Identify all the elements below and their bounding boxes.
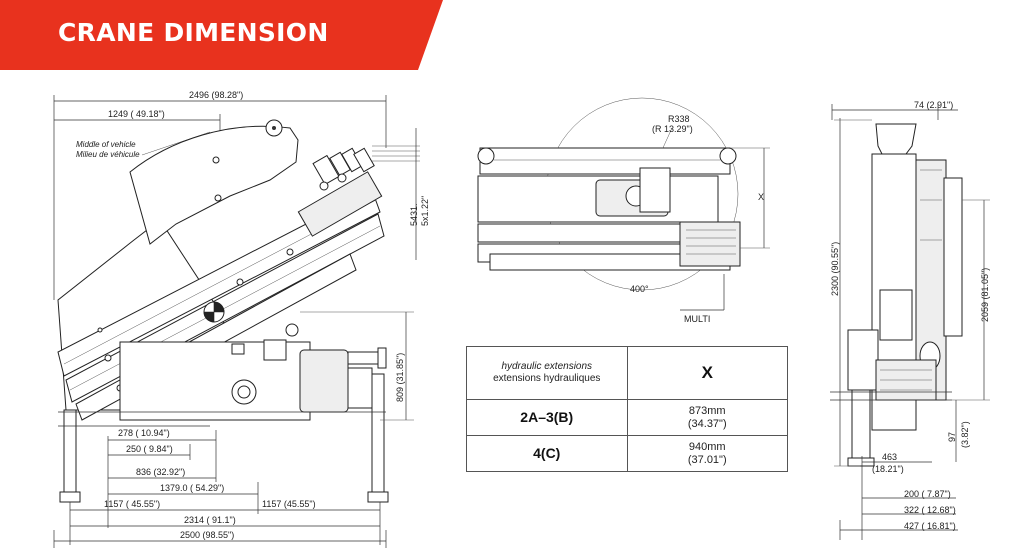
row-in: (37.01")	[687, 453, 727, 466]
page-title: CRANE DIMENSION	[58, 18, 329, 47]
dim-2059: 2059 (81.05")	[980, 268, 990, 322]
dim-463: 463	[882, 452, 897, 462]
dim-427: 427 ( 16.81")	[904, 521, 956, 531]
x-dim-label: X	[758, 192, 764, 202]
dim-1379: 1379.0 ( 54.29")	[160, 483, 224, 493]
row-mm: 873mm	[688, 404, 726, 417]
row-model: 4(C)	[533, 444, 561, 461]
end-bottom-dims: 463 (18.21") 200 ( 7.87") 322 ( 12.68") …	[839, 452, 958, 540]
dim-809: 809 (31.85")	[395, 353, 405, 402]
header-x: X	[701, 363, 713, 382]
crane-side-body	[57, 119, 389, 503]
dim-1157-right: 1157 (45.55")	[262, 499, 316, 509]
row-model-cell: 4(C)	[466, 435, 628, 472]
dim-74: 74 (2.91")	[914, 100, 953, 110]
side-boom-ext-dim: 5431. 5x1.22"	[372, 128, 430, 260]
side-bottom-dims: 278 ( 10.94") 250 ( 9.84") 836 (32.92") …	[53, 428, 387, 548]
row-mm: 940mm	[688, 440, 726, 453]
row-value-cell: 873mm (34.37")	[626, 399, 788, 436]
row-model: 2A–3(B)	[520, 408, 574, 425]
table-row: 4(C) 940mm (37.01")	[466, 435, 788, 472]
dim-97-in: (3.82")	[960, 421, 970, 448]
crane-top-body: R338 (R 13.29") 400° MULTI X	[477, 97, 770, 324]
radius-label: R338	[668, 114, 690, 124]
header-label-fr: extensions hydrauliques	[493, 373, 601, 384]
header-label-en: hydraulic extensions	[501, 361, 593, 372]
dim-2496: 2496 (98.28")	[189, 90, 243, 100]
crane-end-body	[830, 123, 963, 467]
table-header-x: X	[626, 346, 788, 400]
end-vertical-dims: 2300 (90.55") 2059 (81.05") 97 (3.82")	[830, 118, 990, 467]
middle-of-vehicle-label: Middle of vehicle	[76, 140, 136, 149]
dim-200: 200 ( 7.87")	[904, 489, 951, 499]
dim-322: 322 ( 12.68")	[904, 505, 956, 515]
row-value-cell: 940mm (37.01")	[626, 435, 788, 472]
dim-2314: 2314 ( 91.1")	[184, 515, 236, 525]
side-top-dims: 2496 (98.28") 1249 ( 49.18") Middle of v…	[53, 90, 387, 300]
dim-1157-left: 1157 ( 45.55")	[104, 499, 160, 509]
dim-836: 836 (32.92")	[136, 467, 185, 477]
milieu-de-vehicule-label: Milieu de véhicule	[76, 150, 140, 159]
dim-2300: 2300 (90.55")	[830, 242, 840, 296]
dim-5x122: 5x1.22"	[420, 196, 430, 226]
dim-97: 97	[947, 432, 957, 442]
end-top-dim: 74 (2.91")	[831, 100, 958, 120]
dim-1249: 1249 ( 49.18")	[108, 109, 165, 119]
dim-250: 250 ( 9.84")	[126, 444, 173, 454]
radius-inch-label: (R 13.29")	[652, 124, 693, 134]
row-model-cell: 2A–3(B)	[466, 399, 628, 436]
multi-label: MULTI	[684, 314, 710, 324]
dim-2500: 2500 (98.55")	[180, 530, 234, 540]
table-row: 2A–3(B) 873mm (34.37")	[466, 399, 788, 436]
dim-5431: 5431.	[409, 203, 419, 226]
side-809-dim: 809 (31.85")	[300, 311, 414, 421]
angle-label: 400°	[630, 284, 649, 294]
header-banner	[0, 0, 443, 70]
table-header-row: hydraulic extensions extensions hydrauli…	[466, 346, 788, 400]
dim-463-in: (18.21")	[872, 464, 904, 474]
banner-bg	[0, 0, 443, 70]
boom-tip-heads	[312, 147, 375, 191]
hydraulic-extensions-table: hydraulic extensions extensions hydrauli…	[466, 346, 788, 472]
row-in: (34.37")	[687, 417, 727, 430]
dim-278: 278 ( 10.94")	[118, 428, 170, 438]
table-header-label: hydraulic extensions extensions hydrauli…	[466, 346, 628, 400]
